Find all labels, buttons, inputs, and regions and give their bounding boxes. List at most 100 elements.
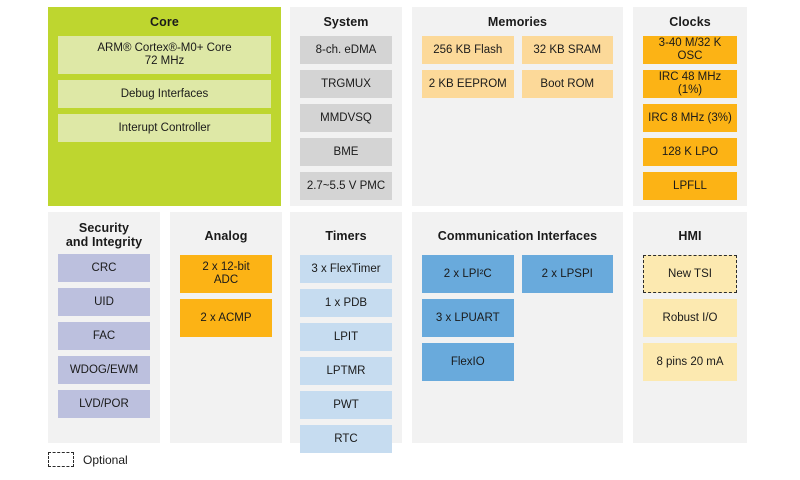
panel-communication-blocks: 2 x LPI²C 2 x LPSPI 3 x LPUART FlexIO xyxy=(412,255,623,381)
block-sram[interactable]: 32 KB SRAM xyxy=(521,36,613,64)
block-flash[interactable]: 256 KB Flash xyxy=(422,36,514,64)
panel-core: Core ARM® Cortex®-M0+ Core 72 MHz Debug … xyxy=(48,7,281,206)
block-label: LPFLL xyxy=(673,179,707,192)
block-label: IRC 8 MHz (3%) xyxy=(648,111,732,124)
panel-clocks-title: Clocks xyxy=(669,15,711,29)
panel-clocks: Clocks 3-40 M/32 K OSC IRC 48 MHz (1%) I… xyxy=(633,7,747,206)
block-label: 2 KB EEPROM xyxy=(428,77,507,90)
block-mmdvsq[interactable]: MMDVSQ xyxy=(300,104,392,132)
block-fac[interactable]: FAC xyxy=(58,322,150,350)
block-crc[interactable]: CRC xyxy=(58,254,150,282)
panel-hmi: HMI New TSI Robust I/O 8 pins 20 mA xyxy=(633,212,747,443)
block-irc-8mhz[interactable]: IRC 8 MHz (3%) xyxy=(643,104,737,132)
panel-hmi-title: HMI xyxy=(678,229,702,243)
panel-timers-blocks: 3 x FlexTimer 1 x PDB LPIT LPTMR PWT RTC xyxy=(290,255,402,453)
block-uid[interactable]: UID xyxy=(58,288,150,316)
block-flextimer[interactable]: 3 x FlexTimer xyxy=(300,255,392,283)
block-flexio[interactable]: FlexIO xyxy=(422,343,514,381)
panel-clocks-blocks: 3-40 M/32 K OSC IRC 48 MHz (1%) IRC 8 MH… xyxy=(633,36,747,200)
legend: Optional xyxy=(48,452,128,467)
block-8-pins-20ma[interactable]: 8 pins 20 mA xyxy=(643,343,737,381)
block-label: RTC xyxy=(334,432,358,445)
block-interupt-controller[interactable]: Interupt Controller xyxy=(58,114,271,142)
block-label: CRC xyxy=(91,261,117,274)
block-robust-io[interactable]: Robust I/O xyxy=(643,299,737,337)
block-label-line1: ARM® Cortex®-M0+ Core xyxy=(97,42,232,54)
block-lpit[interactable]: LPIT xyxy=(300,323,392,351)
block-pmc[interactable]: 2.7~5.5 V PMC xyxy=(300,172,392,200)
block-label: PWT xyxy=(333,398,359,411)
block-bme[interactable]: BME xyxy=(300,138,392,166)
panel-communication-title: Communication Interfaces xyxy=(437,229,598,243)
block-label: 3 x LPUART xyxy=(435,311,500,324)
block-label: Debug Interfaces xyxy=(120,87,209,100)
block-edma[interactable]: 8-ch. eDMA xyxy=(300,36,392,64)
panel-security-blocks: CRC UID FAC WDOG/EWM LVD/POR xyxy=(48,254,160,418)
block-trgmux[interactable]: TRGMUX xyxy=(300,70,392,98)
block-label: Interupt Controller xyxy=(118,121,211,134)
panel-memories-blocks: 256 KB Flash 32 KB SRAM 2 KB EEPROM Boot… xyxy=(412,36,623,98)
legend-optional-swatch-icon xyxy=(48,452,74,467)
block-label: LPTMR xyxy=(326,364,366,377)
panel-security-title-line1: Security xyxy=(78,221,130,235)
block-label: UID xyxy=(94,295,114,308)
panel-analog-blocks: 2 x 12-bit ADC 2 x ACMP xyxy=(170,255,282,337)
block-debug-interfaces[interactable]: Debug Interfaces xyxy=(58,80,271,108)
block-new-tsi[interactable]: New TSI xyxy=(643,255,737,293)
panel-memories-title: Memories xyxy=(487,15,548,29)
panel-timers: Timers 3 x FlexTimer 1 x PDB LPIT LPTMR … xyxy=(290,212,402,453)
block-label: IRC 48 MHz (1%) xyxy=(658,71,722,96)
block-lptmr[interactable]: LPTMR xyxy=(300,357,392,385)
block-pwt[interactable]: PWT xyxy=(300,391,392,419)
panel-security-title: Security and Integrity xyxy=(48,212,160,254)
block-adc[interactable]: 2 x 12-bit ADC xyxy=(180,255,272,293)
panel-system-title: System xyxy=(323,15,369,29)
block-label: FlexIO xyxy=(450,355,485,368)
block-lpi2c[interactable]: 2 x LPI²C xyxy=(422,255,514,293)
block-label: 2 x LPI²C xyxy=(443,267,492,280)
block-label: Robust I/O xyxy=(662,311,718,324)
block-lvd-por[interactable]: LVD/POR xyxy=(58,390,150,418)
block-label: MMDVSQ xyxy=(320,111,372,124)
block-boot-rom[interactable]: Boot ROM xyxy=(521,70,613,98)
block-label: WDOG/EWM xyxy=(69,363,139,376)
block-osc[interactable]: 3-40 M/32 K OSC xyxy=(643,36,737,64)
panel-core-blocks: ARM® Cortex®-M0+ Core 72 MHz Debug Inter… xyxy=(48,36,281,142)
block-label-line2: 72 MHz xyxy=(144,55,185,67)
block-label: LPIT xyxy=(333,330,359,343)
block-irc-48mhz[interactable]: IRC 48 MHz (1%) xyxy=(643,70,737,98)
panel-hmi-blocks: New TSI Robust I/O 8 pins 20 mA xyxy=(633,255,747,381)
block-label: 256 KB Flash xyxy=(433,43,503,56)
block-pdb[interactable]: 1 x PDB xyxy=(300,289,392,317)
block-eeprom[interactable]: 2 KB EEPROM xyxy=(422,70,514,98)
block-lpo[interactable]: 128 K LPO xyxy=(643,138,737,166)
block-label: 3-40 M/32 K OSC xyxy=(658,37,722,62)
block-label: New TSI xyxy=(668,267,712,280)
block-label-line2: ADC xyxy=(213,274,239,286)
panel-communication-interfaces: Communication Interfaces 2 x LPI²C 2 x L… xyxy=(412,212,623,443)
block-label: 8-ch. eDMA xyxy=(315,43,377,56)
block-label: 1 x PDB xyxy=(324,296,368,309)
block-label: BME xyxy=(333,145,359,158)
panel-analog-title: Analog xyxy=(204,229,248,243)
block-lpuart[interactable]: 3 x LPUART xyxy=(422,299,514,337)
block-label: Boot ROM xyxy=(540,77,595,90)
block-label: FAC xyxy=(92,329,116,342)
block-label: 2.7~5.5 V PMC xyxy=(306,179,386,192)
block-label: 32 KB SRAM xyxy=(533,43,602,56)
block-wdog-ewm[interactable]: WDOG/EWM xyxy=(58,356,150,384)
block-label: TRGMUX xyxy=(321,77,371,90)
panel-timers-title: Timers xyxy=(325,229,367,243)
block-label: 2 x LPSPI xyxy=(541,267,593,280)
block-lpspi[interactable]: 2 x LPSPI xyxy=(521,255,613,293)
block-rtc[interactable]: RTC xyxy=(300,425,392,453)
block-arm-cortex-m0-core[interactable]: ARM® Cortex®-M0+ Core 72 MHz xyxy=(58,36,271,74)
block-label: 8 pins 20 mA xyxy=(656,355,724,368)
panel-memories: Memories 256 KB Flash 32 KB SRAM 2 KB EE… xyxy=(412,7,623,206)
legend-optional-label: Optional xyxy=(83,452,128,467)
panel-analog: Analog 2 x 12-bit ADC 2 x ACMP xyxy=(170,212,282,443)
block-lpfll[interactable]: LPFLL xyxy=(643,172,737,200)
panel-system: System 8-ch. eDMA TRGMUX MMDVSQ BME 2.7~… xyxy=(290,7,402,206)
block-acmp[interactable]: 2 x ACMP xyxy=(180,299,272,337)
